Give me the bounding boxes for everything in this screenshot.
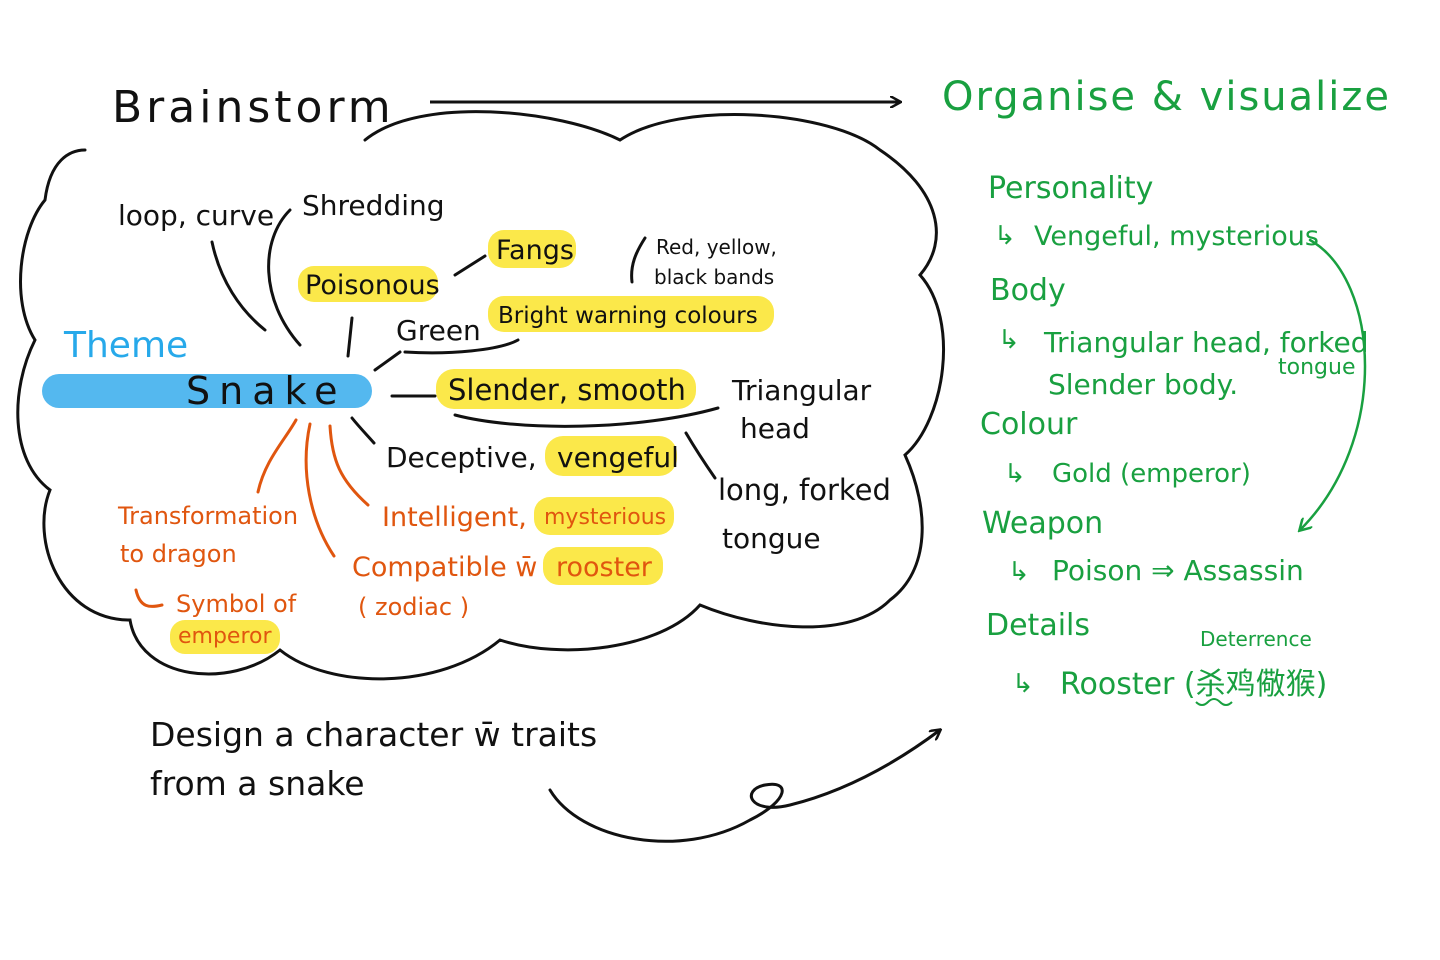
word-black-bands: black bands [654, 265, 774, 289]
theme-label: Theme [63, 325, 188, 366]
heading-details: Details [986, 608, 1090, 643]
word-vengeful: vengeful [557, 441, 679, 474]
design-note-line1: Design a character w̄ traits [150, 715, 597, 754]
word-zodiac: ( zodiac ) [358, 593, 469, 621]
word-red-yellow: Red, yellow, [656, 235, 777, 259]
heading-colour: Colour [980, 407, 1078, 442]
word-green: Green [396, 314, 481, 347]
line-details-note: Deterrence [1200, 627, 1312, 651]
green-curve-arrow [1300, 238, 1367, 530]
word-transformation: Transformation [117, 502, 298, 530]
word-symbol-of: Symbol of [176, 590, 297, 618]
arrow-body: ↳ [998, 325, 1020, 355]
line-body-3: tongue [1278, 355, 1355, 380]
center-snake: Snake [186, 369, 347, 413]
word-head: head [740, 412, 810, 445]
line-details: Rooster (杀鸡儆猴) [1060, 667, 1327, 702]
brainstorm-title: Brainstorm [112, 82, 395, 133]
word-emperor: emperor [178, 624, 272, 649]
line-colour: Gold (emperor) [1052, 459, 1251, 489]
line-weapon: Poison ⇒ Assassin [1052, 554, 1304, 587]
word-fangs: Fangs [496, 235, 574, 266]
word-deceptive: Deceptive, [386, 441, 537, 474]
word-loop-curve: loop, curve [118, 199, 274, 232]
word-shredding: Shredding [302, 189, 445, 222]
line-personality: Vengeful, mysterious [1034, 221, 1319, 252]
word-tongue: tongue [722, 522, 821, 555]
arrow-weapon: ↳ [1008, 557, 1030, 587]
word-mysterious: mysterious [544, 505, 666, 530]
organise-title: Organise & visualize [942, 74, 1391, 120]
word-to-dragon: to dragon [120, 540, 237, 568]
word-bright-warning: Bright warning colours [498, 303, 758, 329]
line-body-1: Triangular head, forked [1043, 326, 1368, 359]
arrow-personality: ↳ [994, 221, 1016, 251]
brainstorm-cloud [16, 110, 946, 681]
snake-bar [42, 374, 372, 408]
arrow-details: ↳ [1012, 669, 1034, 699]
heading-weapon: Weapon [982, 506, 1103, 541]
word-compatible: Compatible w̄ [352, 552, 537, 583]
word-triangular: Triangular [731, 374, 872, 407]
arrow-colour: ↳ [1004, 459, 1026, 489]
word-rooster: rooster [556, 552, 653, 583]
heading-personality: Personality [988, 171, 1153, 206]
design-note-line2: from a snake [150, 764, 365, 803]
highlights [170, 230, 774, 654]
word-intelligent: Intelligent, [382, 502, 527, 533]
word-poisonous: Poisonous [305, 270, 440, 301]
line-body-2: Slender body. [1048, 368, 1238, 401]
details-squiggle [1195, 698, 1233, 706]
connectors-orange [134, 418, 370, 608]
word-long-forked: long, forked [718, 473, 891, 507]
connectors-black [210, 208, 720, 480]
heading-body: Body [990, 273, 1066, 308]
word-slender-smooth: Slender, smooth [448, 373, 686, 407]
loop-arrow [548, 730, 940, 843]
